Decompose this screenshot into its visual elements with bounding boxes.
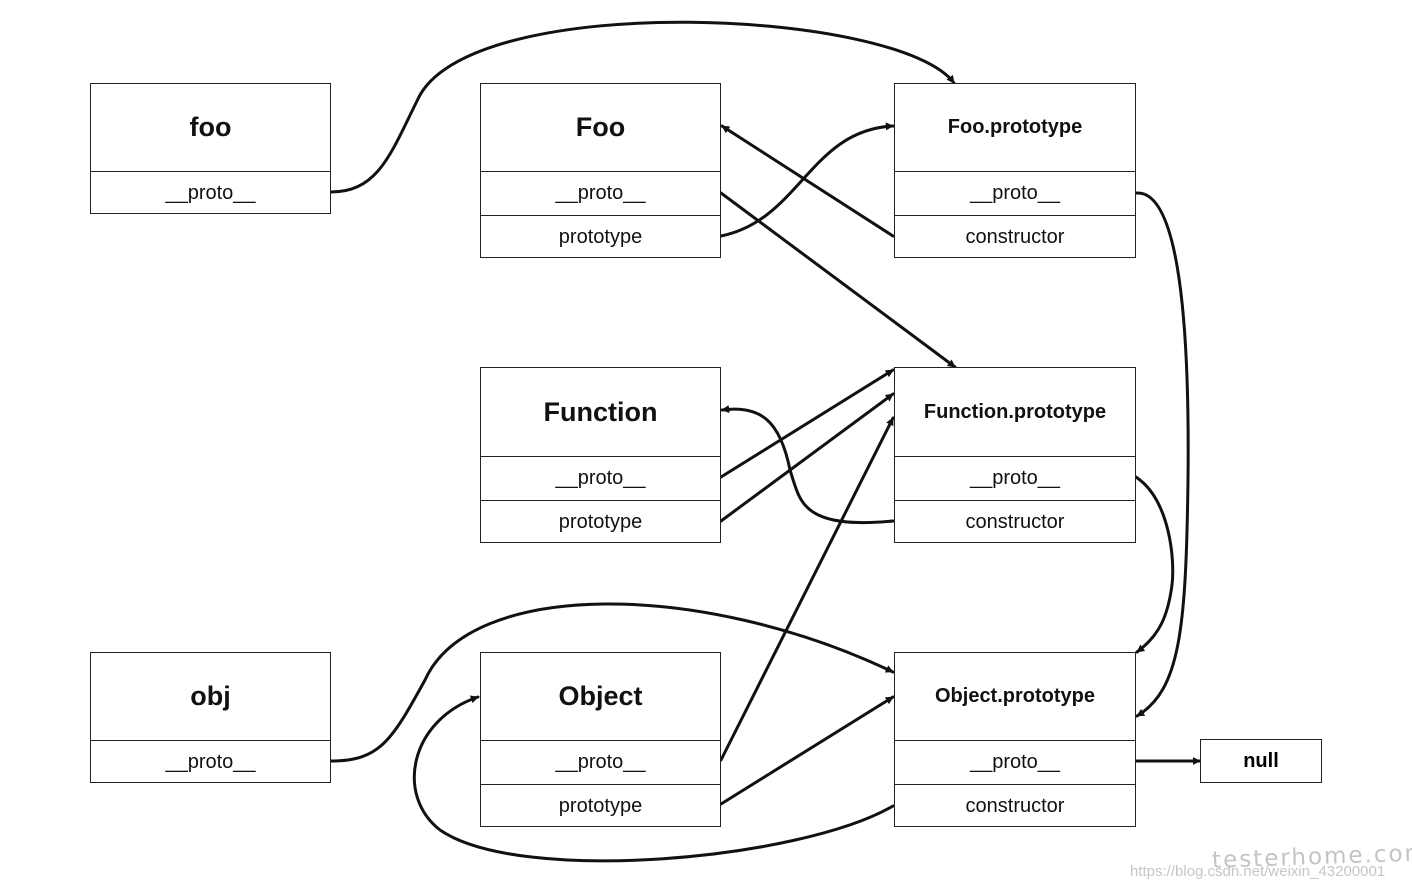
box-Foo-prototype-field-constructor: constructor <box>895 215 1135 259</box>
box-Function-prototype: Function.prototype __proto__ constructor <box>894 367 1136 543</box>
box-Function-title: Function <box>543 396 658 427</box>
box-Function-field-prototype: prototype <box>481 500 720 544</box>
null-box: null <box>1200 739 1322 783</box>
edge-function-prototype-proto-to-object-prototype <box>1134 475 1175 654</box>
box-obj-field-proto: __proto__ <box>91 740 330 784</box>
box-Object-prototype: Object.prototype __proto__ constructor <box>894 652 1136 827</box>
box-Foo-title: Foo <box>575 112 626 142</box>
box-Foo-prototype-field-proto: __proto__ <box>895 171 1135 215</box>
edge-function-prototype-to-function-prototype <box>719 392 895 523</box>
box-Foo-prototype: Foo.prototype __proto__ constructor <box>894 83 1136 258</box>
box-Object: Object __proto__ prototype <box>480 652 721 827</box>
box-Function-field-proto: __proto__ <box>481 456 720 500</box>
box-foo-title: foo <box>189 112 232 142</box>
box-Foo-field-prototype: prototype <box>481 215 720 259</box>
box-Object-prototype-field-constructor: constructor <box>895 784 1135 828</box>
edge-foo-prototype-to-foo-prototype <box>719 122 895 238</box>
box-Object-field-proto: __proto__ <box>481 740 720 784</box>
edge-foo-prototype-proto-to-object-prototype <box>1134 191 1190 718</box>
edge-function-proto-to-function-prototype <box>719 368 895 479</box>
box-obj: obj __proto__ <box>90 652 331 783</box>
box-Object-title: Object <box>558 681 643 711</box>
box-Foo-prototype-title: Foo.prototype <box>947 116 1083 138</box>
box-foo-field-proto: __proto__ <box>91 171 330 215</box>
box-Function-prototype-field-constructor: constructor <box>895 500 1135 544</box>
box-Function-prototype-field-proto: __proto__ <box>895 456 1135 500</box>
box-Object-prototype-title: Object.prototype <box>934 685 1095 707</box>
box-Foo: Foo __proto__ prototype <box>480 83 721 258</box>
edge-obj-proto-to-object-prototype <box>329 602 895 763</box>
edge-object-prototype-to-object-prototype <box>719 695 895 806</box>
box-Function: Function __proto__ prototype <box>480 367 721 543</box>
edge-object-prototype-constructor-to-object <box>412 695 895 863</box>
box-foo: foo __proto__ <box>90 83 331 214</box>
box-Object-prototype-field-proto: __proto__ <box>895 740 1135 784</box>
edge-foo-prototype-constructor-to-foo <box>720 124 895 238</box>
edge-foo-proto-to-foo-prototype <box>329 20 956 194</box>
edge-function-prototype-constructor-to-function <box>720 405 895 525</box>
box-Object-field-prototype: prototype <box>481 784 720 828</box>
edge-foo-proto-to-function-prototype <box>719 191 957 369</box>
box-Function-prototype-title: Function.prototype <box>923 400 1107 423</box>
box-obj-title: obj <box>190 681 231 711</box>
watermark-url: https://blog.csdn.net/weixin_43200001 <box>1130 863 1386 880</box>
edge-object-proto-to-function-prototype <box>719 416 895 762</box>
box-Foo-field-proto: __proto__ <box>481 171 720 215</box>
